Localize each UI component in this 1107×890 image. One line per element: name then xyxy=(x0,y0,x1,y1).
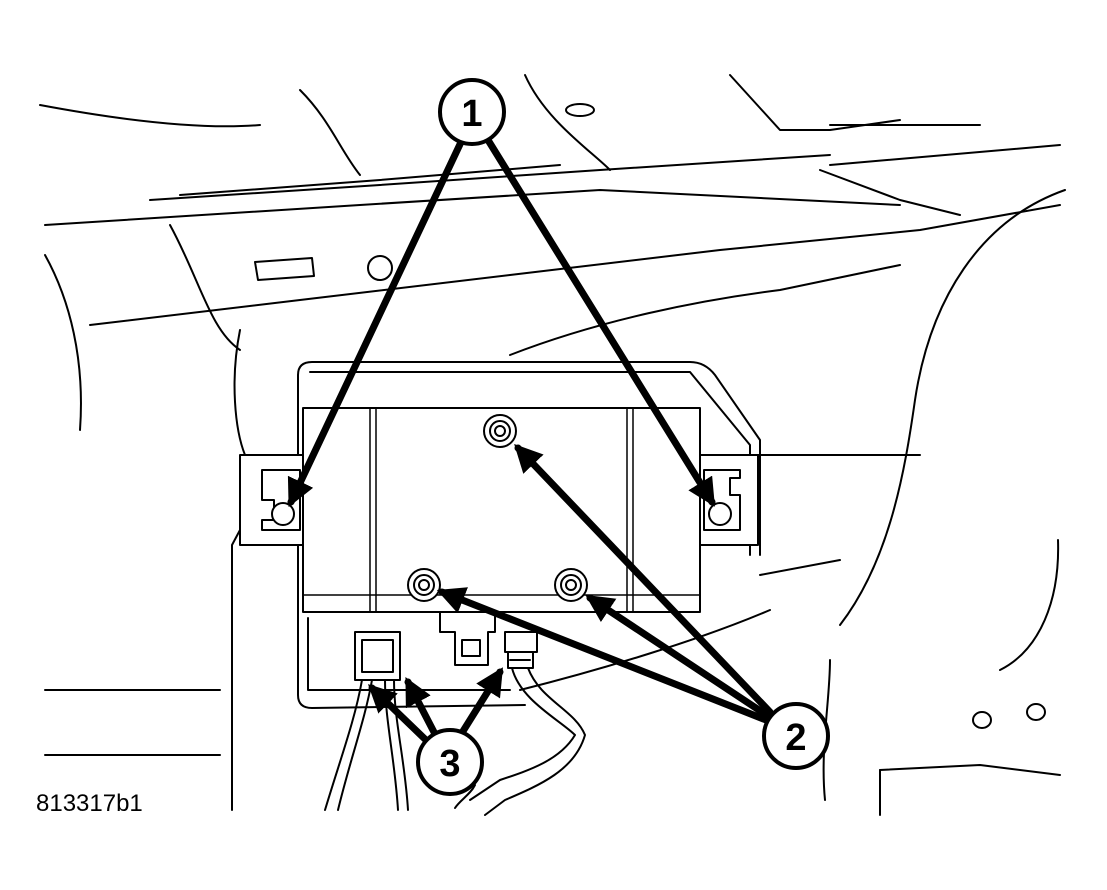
callout-2-label: 2 xyxy=(785,717,806,759)
callout-3-label: 3 xyxy=(439,743,460,785)
arrow-2-left xyxy=(436,587,770,724)
arrow-1-right xyxy=(484,136,716,507)
callout-2: 2 xyxy=(762,702,830,770)
arrow-2-right xyxy=(585,594,772,720)
figure-id: 813317b1 xyxy=(36,790,143,817)
module-body xyxy=(302,407,701,666)
module-screws xyxy=(407,414,588,602)
arrow-3-c xyxy=(456,667,504,740)
arrow-1-left xyxy=(287,136,466,508)
callout-1: 1 xyxy=(438,78,506,146)
arrow-3-a xyxy=(367,684,432,746)
callout-1-label: 1 xyxy=(461,93,482,135)
callout-arrows xyxy=(287,136,774,746)
mounting-holes xyxy=(271,502,732,526)
callout-3: 3 xyxy=(416,728,484,796)
arrow-3-b xyxy=(404,677,440,740)
arrow-2-top xyxy=(514,443,774,716)
